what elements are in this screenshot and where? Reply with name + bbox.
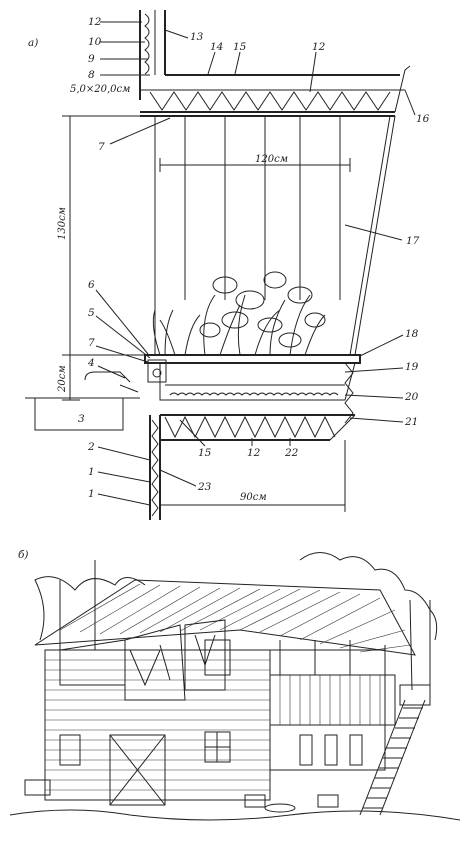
callout-12b: 12	[312, 41, 326, 53]
callout-7a: 6	[88, 279, 95, 291]
dimension-lines	[62, 115, 351, 512]
callout-22: 22	[284, 447, 299, 459]
planter-box	[144, 354, 361, 424]
callout-15a: 15	[233, 41, 247, 53]
callout-14: 14	[210, 41, 223, 53]
callout-5: 4	[87, 357, 95, 369]
staircase	[359, 684, 431, 816]
callout-9: 8	[88, 69, 95, 81]
ground-scene	[9, 779, 461, 821]
house-perspective: б)	[9, 549, 461, 821]
plants	[152, 271, 326, 356]
callout-21: 21	[404, 416, 418, 428]
section-drawing: а)	[25, 10, 430, 520]
wall-structure	[139, 10, 166, 100]
callout-6: 5	[88, 307, 95, 319]
callout-19: 19	[405, 361, 419, 373]
callout-12c: 12	[247, 447, 261, 459]
lower-wall	[149, 415, 161, 520]
callout-16: 16	[416, 113, 430, 125]
callout-23: 23	[197, 481, 212, 493]
callout-1: 1	[88, 488, 95, 500]
dim-height: 130см	[57, 207, 68, 240]
balcony	[269, 640, 396, 726]
callout-10: 9	[88, 53, 95, 65]
beam-section-label: 5,0×20,0см	[70, 84, 130, 95]
dim-depth-bottom: 90см	[240, 492, 267, 503]
greenhouse-glazing	[349, 115, 396, 356]
panel-label-b: б)	[18, 549, 29, 561]
callout-8: 7	[98, 141, 105, 153]
callout-20: 20	[404, 391, 419, 403]
callout-17: 17	[406, 235, 420, 247]
vertical-rods	[154, 116, 341, 355]
greenhouse-window	[59, 619, 231, 701]
callout-15b: 15	[198, 447, 212, 459]
lower-openings	[59, 731, 363, 806]
callout-13: 13	[190, 31, 204, 43]
house-roof	[34, 579, 416, 656]
callout-4: 3	[78, 413, 85, 425]
ceiling-beam	[140, 65, 411, 117]
callout-labels: 12 10 9 8 13 14 15 12 16 7 17 6 5	[78, 16, 430, 506]
kitchen-sink	[25, 371, 140, 431]
callout-11: 10	[88, 36, 102, 48]
callout-2: 1	[88, 466, 95, 478]
background-trees	[34, 552, 438, 700]
panel-label-a: а)	[28, 37, 38, 49]
callout-3: 2	[87, 441, 95, 453]
floor-beam	[160, 414, 356, 441]
callout-12a: 12	[88, 16, 102, 28]
dim-width-top: 120см	[255, 154, 288, 165]
dim-sill-height: 20см	[57, 365, 68, 393]
callout-7b: 7	[88, 337, 95, 349]
callout-18: 18	[405, 328, 419, 340]
